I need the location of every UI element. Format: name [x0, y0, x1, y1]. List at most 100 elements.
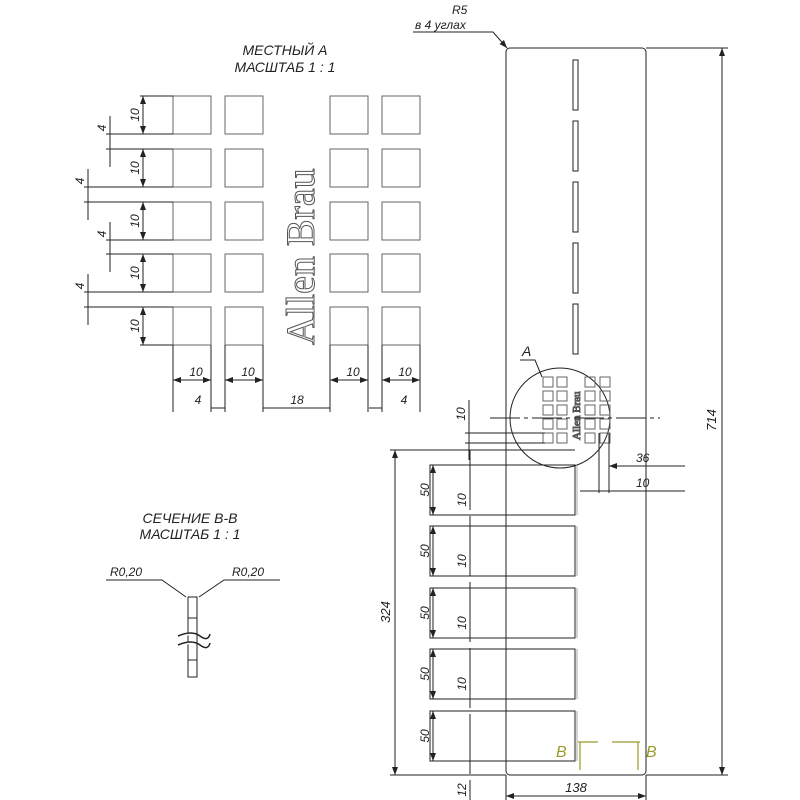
slot — [429, 587, 576, 639]
slot — [572, 59, 579, 111]
slot — [429, 464, 576, 516]
grid-square — [599, 404, 611, 416]
detail-square-grid — [172, 95, 421, 346]
grid-square — [381, 306, 421, 346]
grid-square — [584, 390, 596, 402]
square-size-dim: 10 — [398, 365, 412, 379]
grid-square — [599, 432, 611, 444]
slot — [572, 181, 579, 233]
grid-square — [172, 148, 212, 188]
extension-line — [140, 306, 173, 346]
grid-square — [556, 404, 568, 416]
gap-dim: 4 — [195, 393, 202, 407]
square-size-dim: 10 — [189, 365, 203, 379]
slot — [572, 303, 579, 355]
slot-height-dim: 50 — [418, 483, 432, 497]
grid-offset-v-dim: 10 — [454, 407, 468, 421]
extension-line — [106, 133, 143, 150]
section-marker: B B — [556, 741, 657, 770]
slot-height-dim: 50 — [418, 606, 432, 620]
grid-square — [556, 418, 568, 430]
grid-square — [329, 148, 369, 188]
extension-line — [140, 253, 173, 293]
gap-dim: 4 — [95, 124, 109, 131]
square-size-dim: 10 — [128, 108, 142, 122]
grid-square — [381, 253, 421, 293]
slot-height-dim: 50 — [418, 544, 432, 558]
grid-square — [329, 201, 369, 241]
slot-gap-dim: 10 — [455, 677, 469, 691]
detail-logo-text: Allen Brau — [278, 168, 323, 345]
grid-square — [172, 253, 212, 293]
center-dim: 18 — [290, 393, 304, 407]
grid-square — [542, 404, 554, 416]
gap-dim: 4 — [95, 230, 109, 237]
grid-square — [584, 418, 596, 430]
grid-square — [224, 306, 264, 346]
detail-a-label: A — [521, 343, 531, 359]
height-dim: 714 — [704, 409, 719, 431]
slot — [429, 648, 576, 700]
grid-square — [542, 376, 554, 388]
bottom-margin-dim: 12 — [455, 783, 469, 797]
grid-square — [381, 201, 421, 241]
detail-title: МЕСТНЫЙ А — [243, 41, 328, 58]
slot — [572, 242, 579, 294]
extension-line — [140, 148, 173, 188]
grid-square — [599, 418, 611, 430]
grid-square — [381, 148, 421, 188]
section-bb-view: СЕЧЕНИЕ В-В МАСШТАБ 1 : 1 R0,20 R0,20 — [106, 510, 280, 678]
grid-square — [224, 253, 264, 293]
detail-scale: МАСШТАБ 1 : 1 — [235, 59, 336, 75]
section-scale: МАСШТАБ 1 : 1 — [140, 526, 241, 542]
slot-gap-dim: 10 — [455, 554, 469, 568]
gap-dim: 4 — [73, 177, 87, 184]
slot — [429, 710, 576, 762]
width-dim: 138 — [565, 780, 587, 795]
grid-square — [224, 201, 264, 241]
top-slots — [572, 59, 579, 355]
slot-width-dim: 10 — [636, 476, 650, 490]
grid-square — [542, 432, 554, 444]
section-title: СЕЧЕНИЕ В-В — [143, 510, 238, 526]
section-marker-right: B — [646, 744, 657, 761]
square-size-dim: 10 — [241, 365, 255, 379]
grid-square — [584, 404, 596, 416]
grid-square — [599, 390, 611, 402]
grid-square — [381, 95, 421, 135]
extension-line — [140, 95, 173, 135]
grid-square — [172, 201, 212, 241]
section-profile — [187, 596, 198, 678]
grid-square — [224, 148, 264, 188]
slot — [572, 120, 579, 172]
grid-square — [172, 95, 212, 135]
corner-note: в 4 углах — [415, 18, 467, 32]
corner-radius-label: R5 — [452, 3, 468, 17]
slot-gap-dim: 10 — [455, 616, 469, 630]
section-marker-left: B — [556, 744, 567, 761]
slots-span-dim: 324 — [378, 601, 393, 623]
square-size-dim: 10 — [128, 319, 142, 333]
slot-height-dim: 50 — [418, 729, 432, 743]
grid-square — [584, 376, 596, 388]
square-size-dim: 10 — [128, 266, 142, 280]
grid-square — [172, 306, 212, 346]
slot-height-dim: 50 — [418, 667, 432, 681]
grid-square — [556, 376, 568, 388]
gap-dim: 4 — [401, 393, 408, 407]
detail-a-small-grid — [542, 376, 611, 444]
grid-square — [329, 306, 369, 346]
radius-right-label: R0,20 — [232, 565, 264, 579]
grid-square — [542, 390, 554, 402]
grid-square — [584, 432, 596, 444]
grid-square — [329, 253, 369, 293]
grid-square — [542, 418, 554, 430]
grid-square — [599, 376, 611, 388]
radius-left-label: R0,20 — [110, 565, 142, 579]
grid-square — [556, 432, 568, 444]
